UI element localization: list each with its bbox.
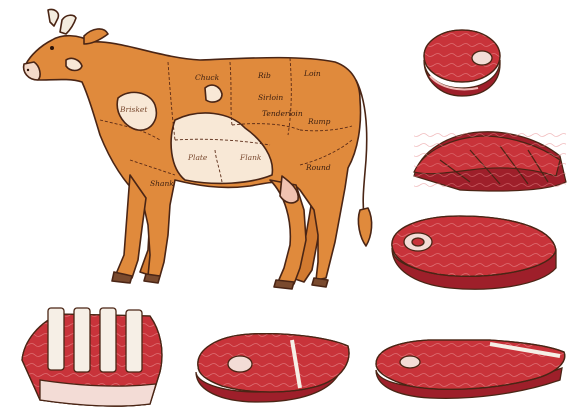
cow-front-leg [116, 175, 146, 278]
cow-hoof [312, 278, 328, 287]
cow-hoof [274, 280, 294, 289]
cut-label-flank: Flank [239, 153, 262, 162]
cow-eye [50, 46, 54, 50]
cow [24, 9, 372, 289]
cow-horn [48, 9, 58, 26]
cut-label-plate: Plate [187, 153, 208, 162]
cut-label-rib: Rib [257, 71, 271, 80]
meat-rib-steak [376, 340, 565, 398]
cow-muzzle [24, 62, 40, 80]
meat-roast [392, 216, 556, 289]
cow-horn [60, 15, 76, 34]
cut-label-tenderloin: Tenderloin [262, 109, 303, 118]
cut-label-loin: Loin [303, 69, 321, 78]
meat-sliced-strips [414, 130, 566, 192]
cow-tail-tuft [358, 208, 371, 246]
cut-label-sirloin: Sirloin [258, 93, 283, 102]
cut-label-round: Round [305, 163, 331, 172]
cow-hoof [144, 274, 160, 283]
meat-fillet-round [424, 30, 500, 96]
cow-spot [205, 85, 222, 102]
cut-label-chuck: Chuck [195, 73, 220, 82]
cow-nostril [27, 69, 29, 71]
cut-label-shank: Shank [150, 179, 174, 188]
cut-label-rump: Rump [307, 117, 331, 126]
cut-label-brisket: Brisket [119, 105, 148, 114]
meat-tbone-steak [196, 334, 349, 402]
meat-ribs [22, 308, 162, 406]
